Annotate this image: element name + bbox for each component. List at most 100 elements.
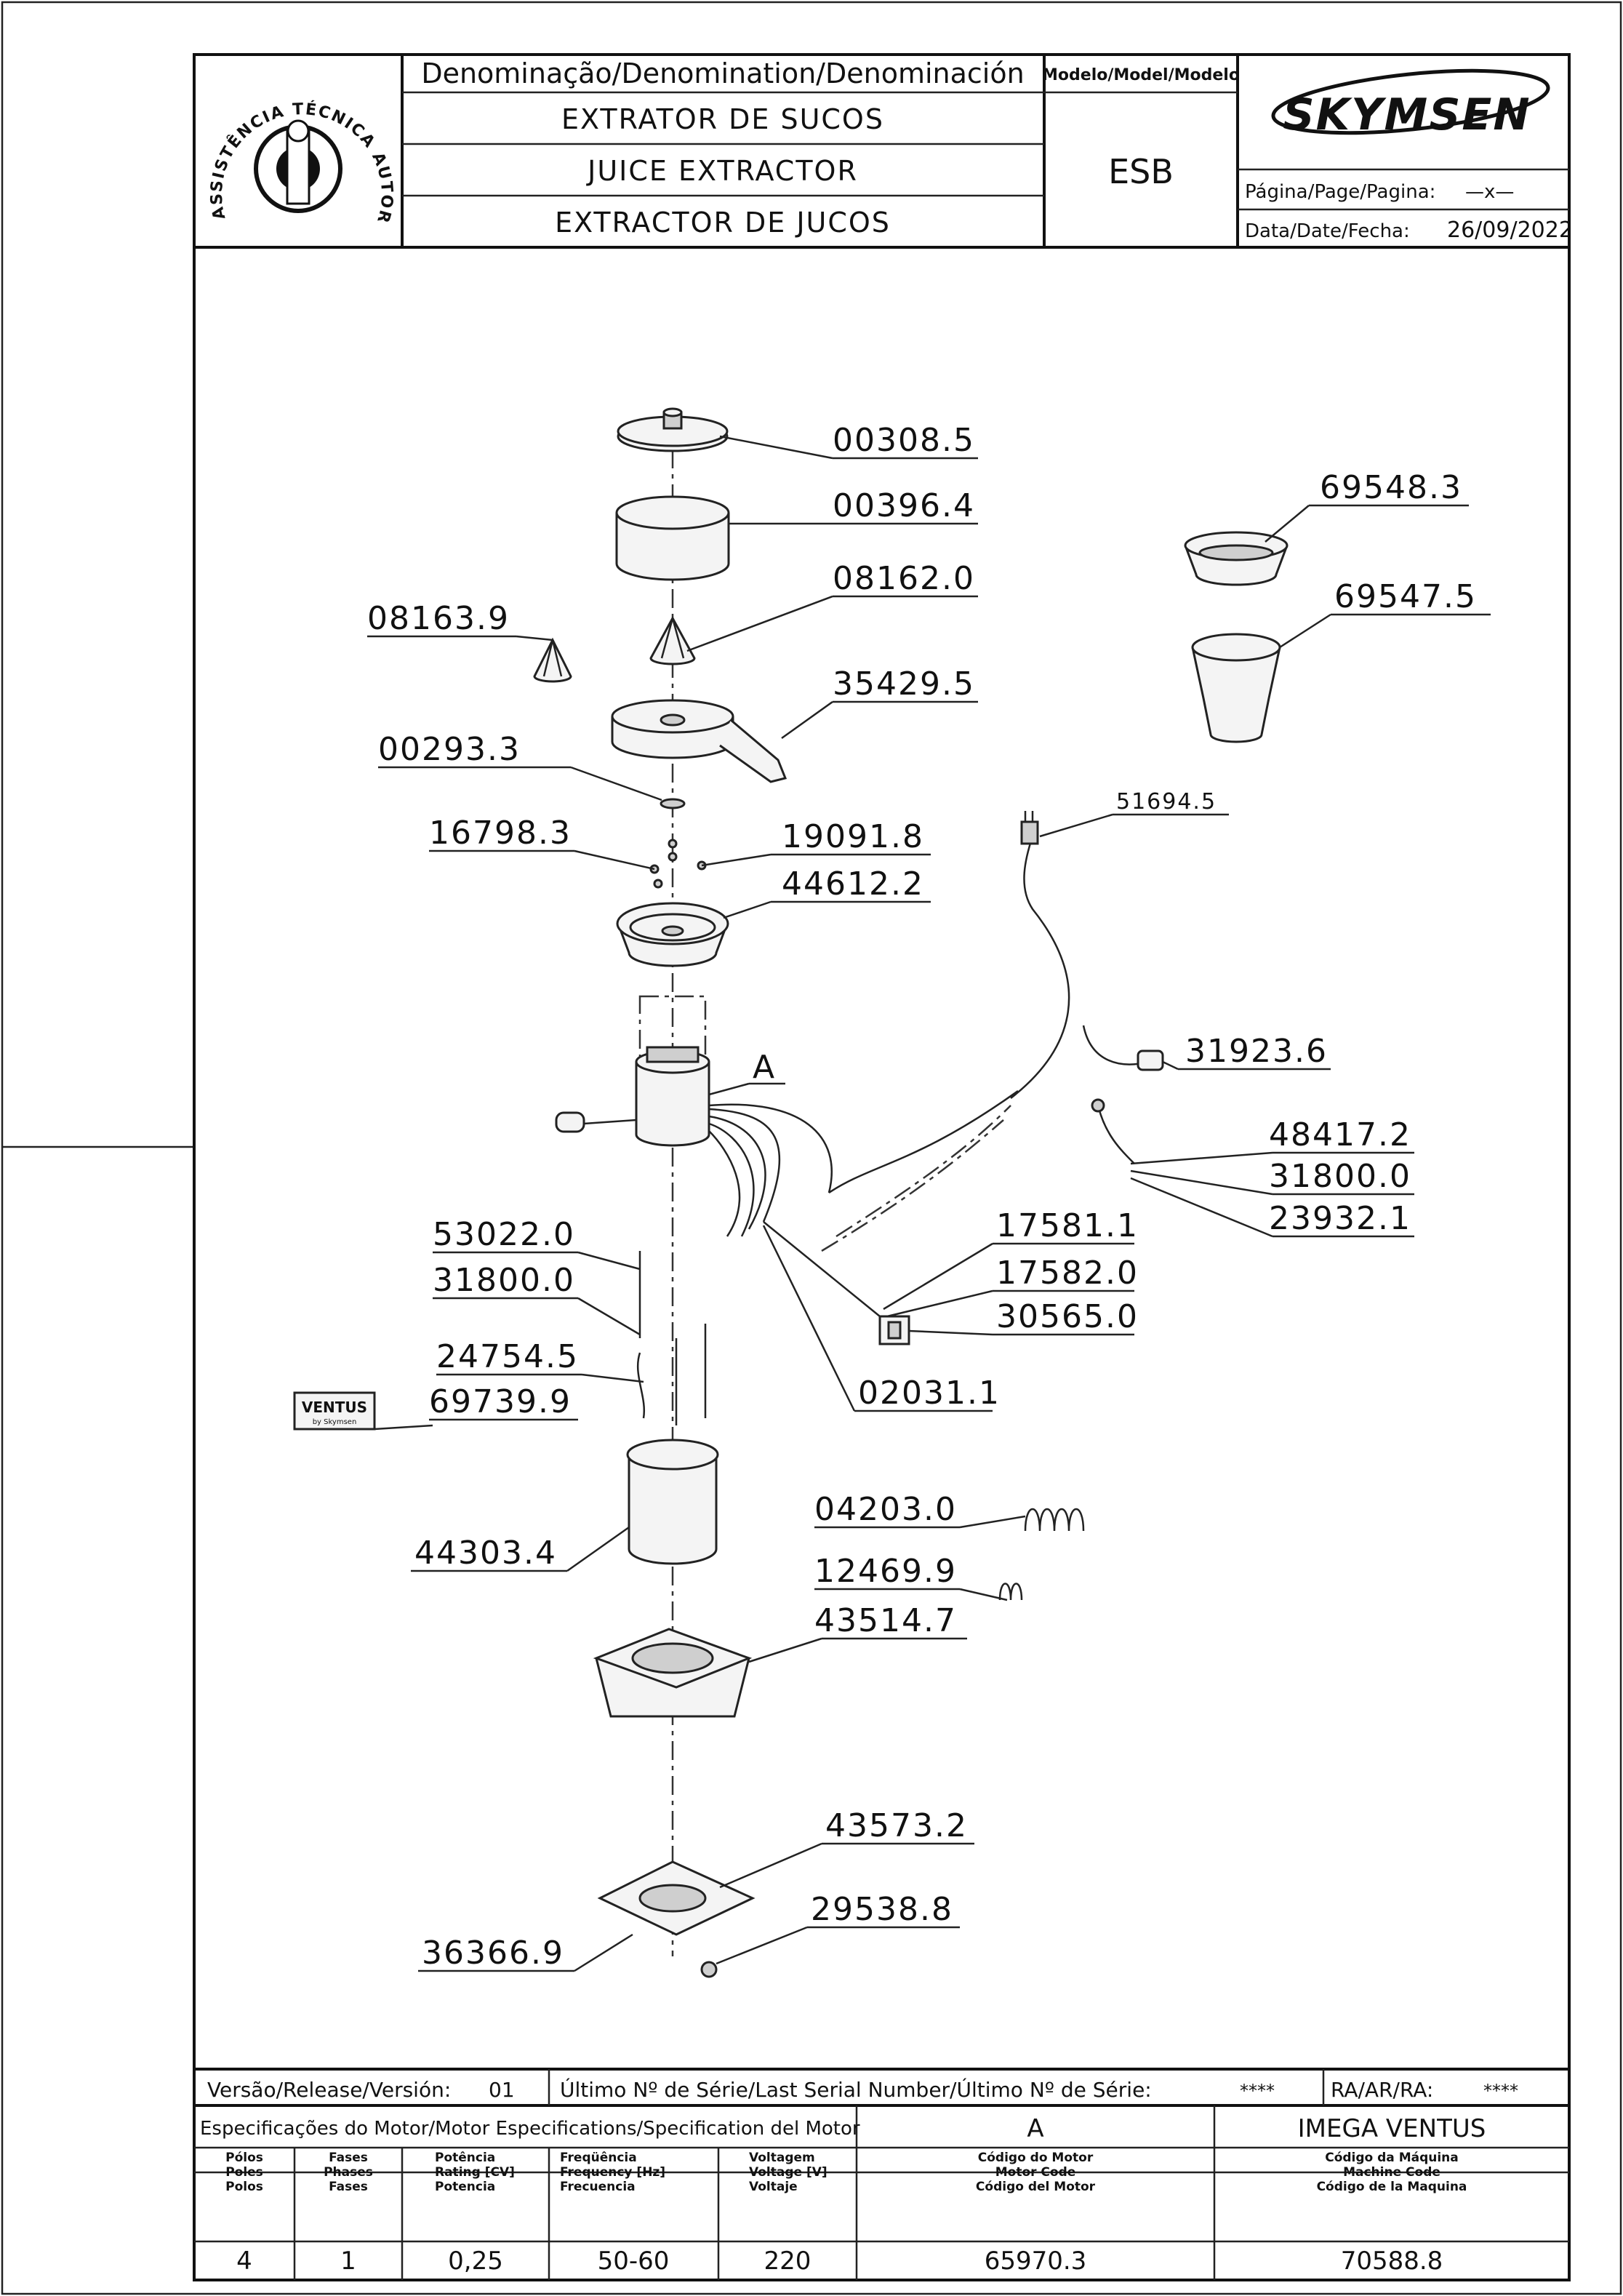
part-labels: 00308.5 00396.4 08162.0 08163.9 35429.5 … (367, 422, 1477, 1972)
part-label: 69739.9 (429, 1383, 572, 1420)
col-header: Frecuencia (560, 2180, 636, 2194)
page-value: —x— (1465, 181, 1514, 203)
part-screws (649, 839, 707, 889)
part-sieve (1184, 531, 1289, 586)
col-header: Pólos (225, 2151, 263, 2165)
part-label: 53022.0 (433, 1216, 575, 1253)
part-cone-small (533, 637, 572, 683)
part-power-plug (1020, 811, 1039, 845)
col-header: Voltage [V] (749, 2165, 827, 2180)
leader-lines (367, 435, 1491, 1972)
drawing-frame (193, 53, 1571, 2281)
machine-code-value: 70588.8 (1341, 2247, 1443, 2276)
part-label: 31800.0 (433, 1262, 575, 1299)
name-spanish: EXTRACTOR DE JUCOS (555, 207, 891, 239)
svg-text:ASSISTÊNCIA TÉCNICA AUTORIZADA: ASSISTÊNCIA TÉCNICA AUTORIZADA (0, 0, 396, 226)
brand-name: SKYMSEN (1283, 89, 1531, 140)
badge-main: VENTUS (302, 1399, 367, 1416)
col-header: Machine Code (1343, 2165, 1440, 2180)
name-english: JUICE EXTRACTOR (586, 155, 858, 187)
part-springs (998, 1508, 1085, 1601)
part-label: 31800.0 (1269, 1158, 1411, 1195)
col-header: Polos (225, 2180, 263, 2194)
part-label: 36366.9 (422, 1935, 564, 1972)
serial-label: Último Nº de Série/Last Serial Number/Úl… (560, 2077, 1152, 2102)
part-label: 17582.0 (996, 1255, 1139, 1292)
part-bowl (616, 902, 729, 967)
part-label: 08162.0 (833, 560, 975, 597)
motor-spec-table: Versão/Release/Versión: 01 Último Nº de … (194, 2068, 1569, 2280)
part-label: 29538.8 (811, 1891, 953, 1928)
part-base (593, 1628, 753, 1718)
part-strain-relief (1137, 1049, 1164, 1071)
ra-label: RA/AR/RA: (1331, 2078, 1433, 2102)
part-label: 43573.2 (825, 1807, 968, 1844)
part-rods (636, 1251, 707, 1425)
name-portuguese: EXTRATOR DE SUCOS (561, 103, 884, 135)
rating-value: 0,25 (448, 2247, 503, 2276)
col-header: Código del Motor (976, 2180, 1096, 2194)
denomination-label: Denominação/Denomination/Denominación (421, 57, 1024, 89)
part-label: 08163.9 (367, 600, 510, 637)
part-label: 44612.2 (782, 865, 924, 903)
part-label: 69547.5 (1334, 578, 1477, 615)
part-label: 48417.2 (1269, 1116, 1411, 1153)
col-header: Código do Motor (978, 2151, 1094, 2165)
part-label: 35429.5 (833, 665, 975, 703)
col-header: Voltagem (749, 2151, 815, 2165)
stamp-text: ASSISTÊNCIA TÉCNICA AUTORIZADA (0, 0, 394, 226)
ventus-badge: VENTUS by Skymsen (293, 1391, 376, 1431)
phases-value: 1 (340, 2247, 356, 2276)
col-header: Fases (329, 2151, 368, 2165)
machine-name: IMEGA VENTUS (1298, 2114, 1486, 2143)
part-label: A (753, 1049, 776, 1086)
release-label: Versão/Release/Versión: (207, 2078, 451, 2102)
col-header: Freqüência (560, 2151, 637, 2165)
col-header: Rating [CV] (435, 2165, 515, 2180)
part-label: 00293.3 (378, 731, 521, 768)
part-label: 02031.1 (858, 1375, 1001, 1412)
title-block: Denominação/Denomination/Denominación Mo… (0, 0, 1573, 249)
ra-value: **** (1483, 2081, 1518, 2101)
part-connector (1091, 1098, 1105, 1113)
part-cone-large (649, 615, 696, 665)
part-label: 00308.5 (833, 422, 975, 459)
part-cup (615, 495, 730, 581)
model-label: Modelo/Model/Modelo (1042, 66, 1240, 84)
part-label: 69548.3 (1320, 469, 1462, 506)
col-header: Código da Máquina (1325, 2151, 1459, 2165)
part-wiring-harness (708, 829, 1150, 1317)
date-value: 26/09/2022 (1447, 217, 1573, 243)
part-label: 12469.9 (814, 1553, 957, 1590)
badge-sub: by Skymsen (313, 1418, 357, 1426)
motor-code-value: 65970.3 (985, 2247, 1087, 2276)
motor-spec-label: Especificações do Motor/Motor Especifica… (200, 2118, 860, 2140)
col-header: Fases (329, 2180, 368, 2194)
part-label: 19091.8 (782, 818, 924, 855)
part-label: 04203.0 (814, 1491, 957, 1528)
col-header: Código de la Maquina (1317, 2180, 1467, 2194)
col-header: Potência (435, 2151, 495, 2165)
part-label: 24754.5 (436, 1338, 579, 1375)
authorized-service-stamp: ASSISTÊNCIA TÉCNICA AUTORIZADA (0, 0, 396, 226)
col-header: Frequency [Hz] (560, 2165, 665, 2180)
part-foot-plate (597, 1860, 756, 1978)
part-motor (555, 995, 710, 1147)
part-label: 44303.4 (414, 1535, 557, 1572)
release-value: 01 (489, 2078, 515, 2102)
part-label: 16798.3 (429, 815, 572, 852)
col-header: Motor Code (995, 2165, 1076, 2180)
voltage-value: 220 (764, 2247, 812, 2276)
skymsen-logo: SKYMSEN (1271, 68, 1550, 140)
part-label: 43514.7 (814, 1602, 957, 1639)
part-switch (878, 1315, 910, 1345)
col-header: Potencia (435, 2180, 495, 2194)
part-label: 30565.0 (996, 1298, 1139, 1335)
part-label: 23932.1 (1269, 1200, 1411, 1237)
part-label: 31923.6 (1185, 1033, 1328, 1070)
part-juice-cup (1191, 633, 1281, 743)
part-housing-cylinder (626, 1439, 719, 1565)
part-lid (617, 407, 729, 452)
